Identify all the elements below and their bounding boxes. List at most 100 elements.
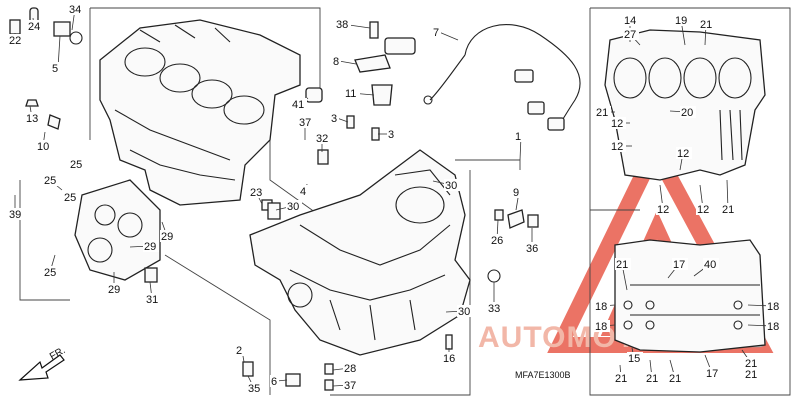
callout-bg-c8 [332, 55, 341, 67]
lower-crankcase [249, 149, 471, 356]
callout-bg-c30a [444, 179, 460, 191]
callout-bg-c37b [343, 379, 359, 391]
sensor-5 [53, 21, 71, 37]
callout-bg-c29a [160, 230, 176, 242]
part-callout-c9: 9 [513, 187, 519, 199]
part-callout-c3b: 3 [388, 129, 394, 141]
part-callout-c27: 27 [624, 29, 636, 41]
part-callout-c34: 34 [69, 4, 81, 16]
callout-bg-c21c [721, 203, 737, 215]
part-callout-c32: 32 [316, 133, 328, 145]
connector-c [547, 117, 565, 131]
part-callout-c21h: 21 [745, 358, 757, 370]
part-callout-c21g: 21 [669, 373, 681, 385]
connector-a [514, 69, 534, 83]
part-callout-c12d: 12 [657, 204, 669, 216]
part-callout-c19: 19 [675, 15, 687, 27]
callout-bg-c17 [672, 258, 688, 270]
part-callout-c10: 10 [37, 141, 49, 153]
callout-bg-c12a [610, 117, 626, 129]
dowel-3a [346, 115, 355, 129]
callout-bg-c17b [705, 367, 721, 379]
callout-bg-c1 [514, 130, 523, 142]
speed-sensor-group [354, 21, 416, 106]
plug-41 [305, 87, 323, 103]
part-callout-c28: 28 [344, 363, 356, 375]
callout-bg-c18c [766, 300, 782, 312]
part-callout-c7: 7 [433, 27, 439, 39]
part-callout-c12b: 12 [611, 141, 623, 153]
lower-crankcase-bottom-view [614, 239, 766, 353]
part-callout-c29b: 29 [144, 241, 156, 253]
part-callout-c16: 16 [443, 353, 455, 365]
callout-bg-c21g [668, 372, 684, 384]
part-callout-c30c: 30 [458, 306, 470, 318]
callout-bg-c21i [744, 368, 760, 380]
bolt-6 [285, 373, 301, 387]
sensor-connector [384, 37, 416, 55]
washer-26 [494, 209, 504, 221]
leader-line-c8 [338, 60, 357, 65]
part-callout-c36: 36 [526, 243, 538, 255]
callout-bg-c11 [344, 87, 360, 99]
washer-32 [317, 149, 329, 165]
callout-bg-c30c [457, 305, 473, 317]
part-callout-c39: 39 [9, 209, 21, 221]
dowel-30b [267, 202, 281, 220]
bolt-36 [527, 214, 539, 228]
part-callout-c20: 20 [681, 107, 693, 119]
part-callout-c17: 17 [673, 259, 685, 271]
callout-bg-c25d [43, 266, 59, 278]
callout-bg-c27 [623, 28, 639, 40]
callout-bg-c14 [623, 14, 639, 26]
switch-13a [25, 99, 39, 107]
diagram-code: MFA7E1300B [515, 370, 571, 380]
callout-bg-c22 [8, 34, 24, 46]
washer-33 [487, 269, 501, 283]
bracket-8 [354, 54, 391, 73]
callout-bg-c15 [627, 352, 643, 364]
part-callout-c29c: 29 [108, 284, 120, 296]
side-cover [74, 179, 161, 283]
callout-bg-c28 [343, 362, 359, 374]
part-callout-c21i: 21 [745, 369, 757, 381]
part-callout-c37a: 37 [299, 117, 311, 129]
callout-bg-c12b [610, 140, 626, 152]
callout-bg-c18a [594, 300, 610, 312]
part-callout-c1: 1 [515, 131, 521, 143]
callout-bg-c6 [270, 375, 279, 387]
callout-bg-c34 [68, 3, 84, 15]
part-callout-c2: 2 [236, 345, 242, 357]
part-callout-c25b: 25 [44, 175, 56, 187]
part-callout-c13: 13 [26, 113, 38, 125]
callout-bg-c31 [145, 293, 161, 305]
callout-bg-c21e [614, 372, 630, 384]
cylinder-bore-2 [159, 63, 201, 93]
part-callout-c25a: 25 [70, 159, 82, 171]
part-callout-c18c: 18 [767, 301, 779, 313]
callout-bg-c25a [69, 158, 85, 170]
callout-bg-c12c [676, 147, 692, 159]
callout-bg-c32 [315, 132, 331, 144]
callout-bg-c26 [490, 234, 506, 246]
part-callout-c5: 5 [52, 63, 58, 75]
part-callout-c18b: 18 [595, 321, 607, 333]
part-callout-c21c: 21 [722, 204, 734, 216]
part-callout-c15: 15 [628, 353, 640, 365]
upper-crankcase-top-view [604, 29, 766, 181]
callout-bg-c41 [291, 98, 307, 110]
part-callout-c37b: 37 [344, 380, 356, 392]
part-callout-c35: 35 [248, 383, 260, 395]
dowel-3b [371, 127, 380, 141]
part-callout-c14: 14 [624, 15, 636, 27]
part-callout-c21f: 21 [646, 373, 658, 385]
callout-bg-c21d [615, 258, 631, 270]
part-callout-c12a: 12 [611, 118, 623, 130]
part-callout-c25d: 25 [44, 267, 56, 279]
part-callout-c23: 23 [250, 187, 262, 199]
part-callout-c17b: 17 [706, 368, 718, 380]
bolt-37b [324, 379, 334, 391]
part-callout-c11: 11 [345, 88, 356, 100]
